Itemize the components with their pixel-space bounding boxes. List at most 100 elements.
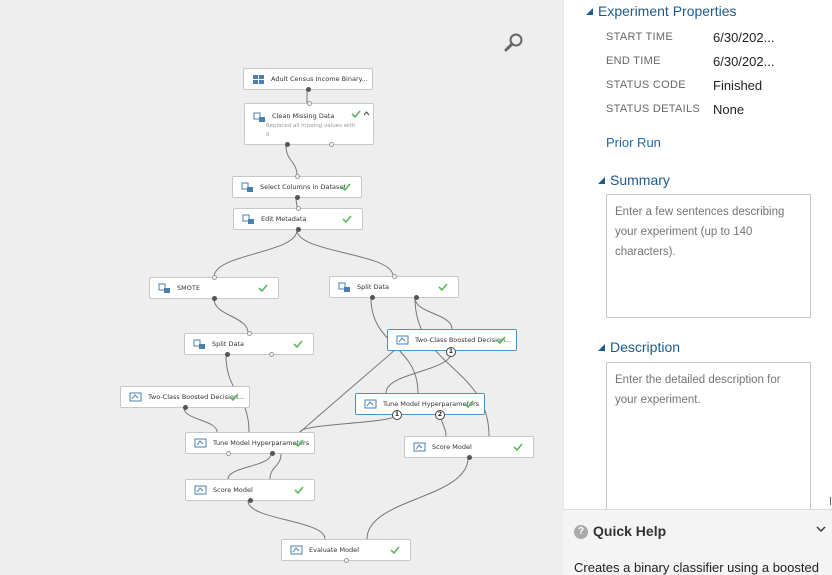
module-label: Score Model bbox=[213, 486, 253, 494]
output-port[interactable] bbox=[212, 296, 217, 301]
model-icon bbox=[129, 392, 142, 401]
module-label: Adult Census Income Binary... bbox=[271, 75, 368, 83]
input-port[interactable] bbox=[307, 101, 312, 106]
input-port[interactable] bbox=[212, 275, 217, 280]
output-port[interactable] bbox=[344, 558, 349, 563]
output-port[interactable] bbox=[270, 451, 275, 456]
module-icon bbox=[253, 112, 265, 122]
status-details-label: STATUS DETAILS bbox=[606, 103, 701, 115]
checkmark-icon bbox=[464, 400, 474, 409]
module-split-data-right[interactable]: Split Data bbox=[329, 274, 459, 300]
collapse-icon[interactable] bbox=[363, 111, 370, 116]
connection-line bbox=[414, 297, 490, 437]
output-port[interactable] bbox=[285, 142, 290, 147]
collapse-triangle-icon bbox=[586, 7, 593, 15]
module-label: Score Model bbox=[432, 443, 472, 451]
checkmark-icon bbox=[390, 546, 400, 555]
experiment-properties-header[interactable]: Experiment Properties bbox=[586, 3, 737, 19]
connection-line bbox=[414, 297, 453, 330]
checkmark-icon bbox=[258, 284, 268, 293]
module-select-columns[interactable]: Select Columns in Dataset bbox=[232, 174, 362, 200]
output-port[interactable] bbox=[370, 295, 375, 300]
module-smote[interactable]: SMOTE bbox=[149, 275, 279, 301]
prior-run-link[interactable]: Prior Run bbox=[606, 135, 661, 150]
module-edit-metadata[interactable]: Edit Metadata bbox=[233, 206, 363, 232]
port-badge: 1 bbox=[392, 410, 402, 420]
collapse-triangle-icon bbox=[598, 176, 605, 184]
scrollbar[interactable] bbox=[830, 497, 831, 505]
input-port[interactable] bbox=[247, 331, 252, 336]
checkmark-icon bbox=[293, 340, 303, 349]
checkmark-icon bbox=[229, 393, 239, 402]
checkmark-icon bbox=[294, 439, 304, 448]
model-icon bbox=[290, 545, 303, 554]
module-clean-missing-data[interactable]: Clean Missing Data Replaced all missing … bbox=[244, 101, 374, 147]
output-port[interactable] bbox=[248, 498, 253, 503]
module-label: Split Data bbox=[357, 283, 389, 291]
model-icon bbox=[194, 485, 207, 494]
start-time-label: START TIME bbox=[606, 31, 673, 43]
module-label: Evaluate Model bbox=[309, 546, 359, 554]
module-score-model-left[interactable]: Score Model bbox=[185, 479, 315, 503]
module-sublabel: Replaced all missing values with 0 bbox=[266, 123, 356, 138]
checkmark-icon bbox=[342, 215, 352, 224]
module-two-class-boosted-left[interactable]: Two-Class Boosted Decision... bbox=[120, 386, 250, 410]
module-adult-census-dataset[interactable]: Adult Census Income Binary... bbox=[243, 68, 373, 92]
output-port[interactable] bbox=[467, 455, 472, 460]
connection-line bbox=[269, 453, 282, 480]
checkmark-icon bbox=[513, 443, 523, 452]
output-port[interactable] bbox=[329, 142, 334, 147]
module-evaluate-model[interactable]: Evaluate Model bbox=[281, 539, 411, 563]
summary-header[interactable]: Summary bbox=[598, 172, 670, 188]
module-icon bbox=[158, 283, 170, 293]
module-icon bbox=[338, 282, 350, 292]
module-icon bbox=[242, 214, 254, 224]
connection-line bbox=[299, 414, 397, 433]
experiment-canvas[interactable]: Adult Census Income Binary... Clean Miss… bbox=[0, 0, 563, 575]
dataset-icon bbox=[253, 74, 264, 84]
input-port[interactable] bbox=[296, 206, 301, 211]
port-badge: 1 bbox=[446, 347, 456, 357]
checkmark-icon bbox=[294, 486, 304, 495]
model-icon bbox=[364, 399, 377, 408]
output-port[interactable] bbox=[269, 352, 274, 357]
connection-line bbox=[183, 407, 218, 433]
module-score-model-right[interactable]: Score Model bbox=[404, 436, 534, 460]
question-icon: ? bbox=[574, 525, 588, 539]
magnifier-icon[interactable] bbox=[503, 32, 525, 54]
connection-line bbox=[285, 145, 298, 177]
quick-help-title: Quick Help bbox=[593, 523, 667, 539]
module-label: Edit Metadata bbox=[261, 215, 307, 223]
status-details-value: None bbox=[713, 102, 745, 117]
module-tune-hyperparameters-left[interactable]: Tune Model Hyperparameters bbox=[185, 432, 315, 456]
description-header[interactable]: Description bbox=[598, 339, 680, 355]
end-time-label: END TIME bbox=[606, 55, 661, 67]
quick-help-text: Creates a binary classifier using a boos… bbox=[574, 560, 819, 575]
output-port[interactable] bbox=[225, 352, 230, 357]
module-tune-hyperparameters-right[interactable]: Tune Model Hyperparameters bbox=[355, 393, 485, 415]
connection-line bbox=[366, 457, 469, 540]
summary-input[interactable] bbox=[606, 194, 811, 318]
output-port[interactable] bbox=[226, 451, 231, 456]
checkmark-icon bbox=[438, 283, 448, 292]
input-port[interactable] bbox=[392, 274, 397, 279]
port-badge: 2 bbox=[435, 410, 445, 420]
connection-line bbox=[296, 229, 394, 277]
chevron-down-icon[interactable] bbox=[816, 525, 826, 533]
properties-panel: Experiment Properties START TIME 6/30/20… bbox=[563, 0, 832, 575]
output-port[interactable] bbox=[296, 227, 301, 232]
output-port[interactable] bbox=[414, 295, 419, 300]
output-port[interactable] bbox=[183, 405, 188, 410]
checkmark-icon bbox=[496, 336, 506, 345]
module-label: Select Columns in Dataset bbox=[260, 183, 346, 191]
module-label: Split Data bbox=[212, 340, 244, 348]
description-input[interactable] bbox=[606, 362, 811, 522]
connection-line bbox=[247, 500, 326, 540]
model-icon bbox=[413, 442, 426, 451]
checkmark-icon bbox=[341, 183, 351, 192]
module-split-data-left[interactable]: Split Data bbox=[184, 331, 314, 357]
status-code-value: Finished bbox=[713, 78, 763, 93]
output-port[interactable] bbox=[295, 195, 300, 200]
input-port[interactable] bbox=[295, 174, 300, 179]
output-port[interactable] bbox=[306, 87, 311, 92]
